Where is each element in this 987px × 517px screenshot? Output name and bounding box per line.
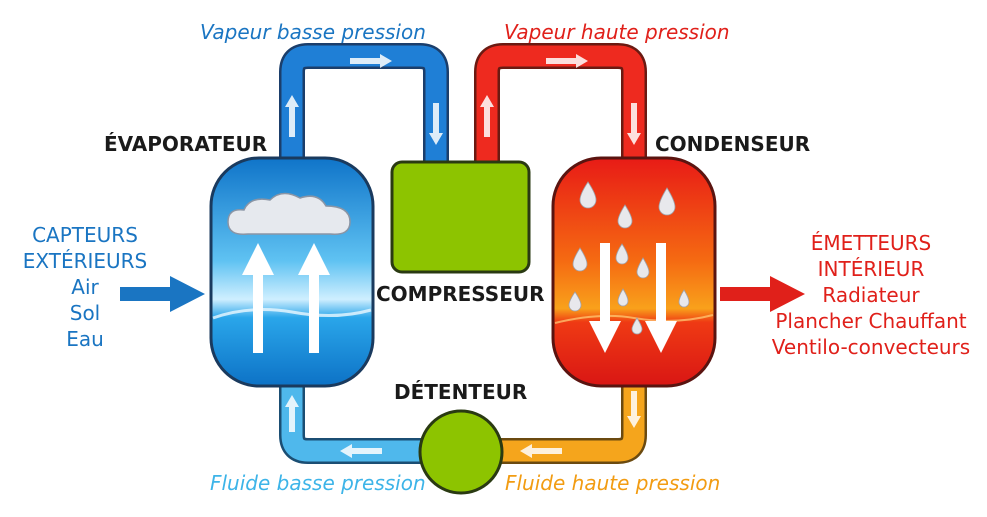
label-fluide-haute-pression: Fluide haute pression [505,471,721,495]
right-line-ventilo: Ventilo-convecteurs [771,335,971,359]
output-arrow-icon [720,276,805,312]
right-line-emetteurs: ÉMETTEURS [810,231,932,255]
evaporateur-tank [209,156,375,388]
right-line-radiateur: Radiateur [822,283,920,307]
left-line-capteurs: CAPTEURS [32,223,138,247]
left-line-exterieurs: EXTÉRIEURS [22,249,148,273]
compresseur-block [390,160,531,274]
label-compresseur: COMPRESSEUR [376,282,545,306]
droplets-icon [568,181,690,335]
pipe-vapeur-haute [474,43,647,172]
left-line-eau: Eau [66,327,104,351]
input-arrow-icon [120,276,205,312]
evaporation-arrows-icon [242,243,330,353]
right-line-interieur: INTÉRIEUR [817,257,925,281]
detenteur-valve [418,409,504,495]
left-line-air: Air [71,275,99,299]
label-detenteur: DÉTENTEUR [394,380,528,404]
left-line-sol: Sol [69,301,101,325]
pipe-vapeur-basse [279,43,449,172]
flow-arrows [285,54,641,458]
condensation-arrows-icon [589,243,677,353]
label-vapeur-haute-pression: Vapeur haute pression [504,20,730,44]
label-fluide-basse-pression: Fluide basse pression [210,471,426,495]
label-evaporateur: ÉVAPORATEUR [104,132,268,156]
label-condenseur: CONDENSEUR [655,132,811,156]
cloud-icon [227,192,351,235]
right-emitters-block: ÉMETTEURS INTÉRIEUR Radiateur Plancher C… [766,230,976,360]
right-line-plancher: Plancher Chauffant [775,309,967,333]
condenseur-tank [551,156,717,388]
label-vapeur-basse-pression: Vapeur basse pression [200,20,426,44]
left-sources-block: CAPTEURS EXTÉRIEURS Air Sol Eau [10,222,160,352]
